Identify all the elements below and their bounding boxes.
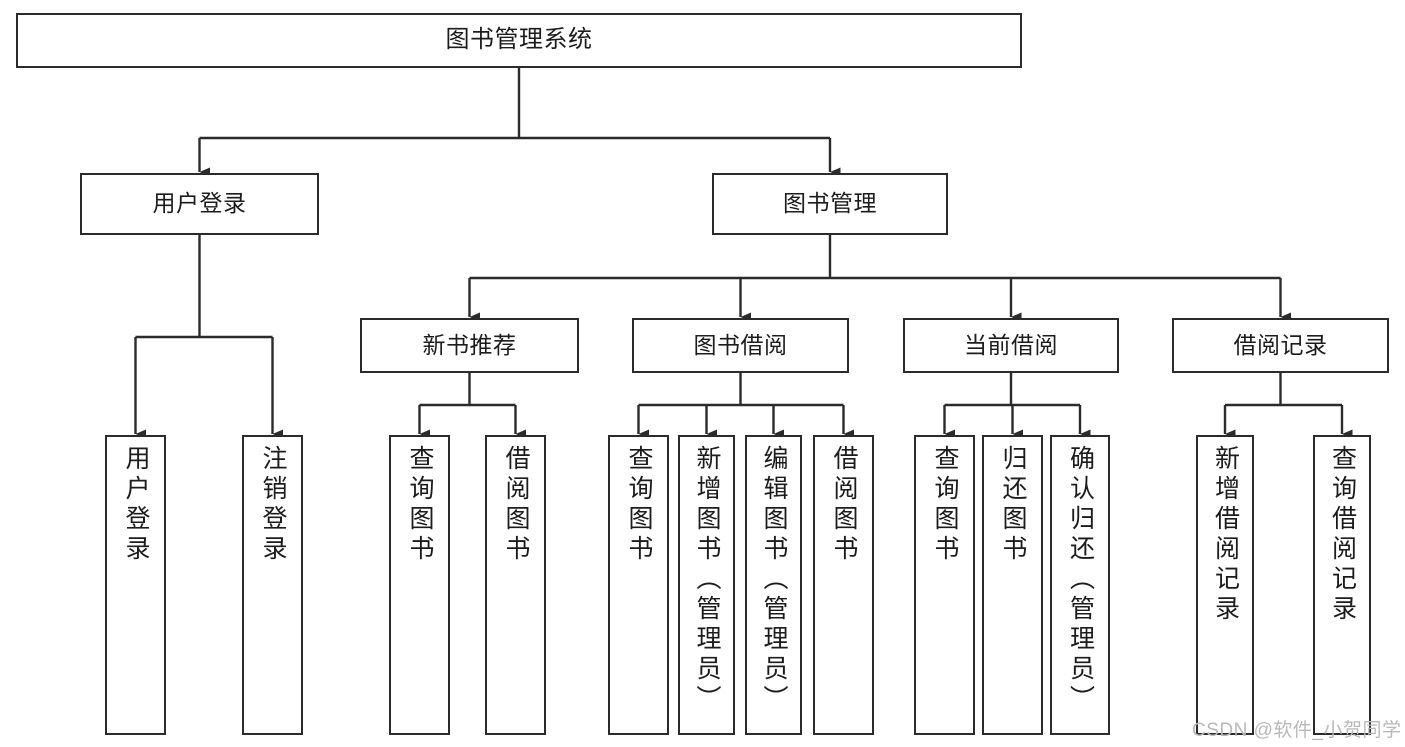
node-label-leaf-return-book: 归还图书 xyxy=(999,445,1027,565)
node-root: 图书管理系统 xyxy=(16,13,1022,68)
node-label-leaf-edit-book: 编辑图书（管理员） xyxy=(760,445,788,715)
node-label-leaf-query-book-2: 查询图书 xyxy=(625,445,653,565)
node-leaf-return-book: 归还图书 xyxy=(982,435,1043,735)
node-label-leaf-add-book: 新增图书（管理员） xyxy=(693,445,721,715)
node-borrow: 图书借阅 xyxy=(632,318,849,373)
node-label-current: 当前借阅 xyxy=(964,331,1058,358)
node-label-leaf-add-record: 新增借阅记录 xyxy=(1211,445,1240,625)
node-leaf-add-record: 新增借阅记录 xyxy=(1196,435,1254,735)
node-label-leaf-user-login: 用户登录 xyxy=(122,445,150,565)
node-label-leaf-confirm-return: 确认归还（管理员） xyxy=(1066,445,1095,715)
node-records: 借阅记录 xyxy=(1172,318,1389,373)
node-label-leaf-query-book-1: 查询图书 xyxy=(406,445,434,565)
node-login: 用户登录 xyxy=(80,173,319,235)
node-leaf-edit-book: 编辑图书（管理员） xyxy=(745,435,802,735)
node-leaf-user-login: 用户登录 xyxy=(105,435,166,735)
node-leaf-user-logout: 注销登录 xyxy=(242,435,303,735)
node-label-leaf-user-logout: 注销登录 xyxy=(259,445,287,565)
node-label-borrow: 图书借阅 xyxy=(693,331,788,358)
node-leaf-query-book-2: 查询图书 xyxy=(608,435,669,735)
node-current: 当前借阅 xyxy=(903,318,1119,373)
node-label-records: 借阅记录 xyxy=(1233,331,1328,358)
node-leaf-borrow-book-1: 借阅图书 xyxy=(485,435,546,735)
node-label-leaf-borrow-book-2: 借阅图书 xyxy=(830,445,858,565)
node-leaf-borrow-book-2: 借阅图书 xyxy=(813,435,874,735)
node-newbook: 新书推荐 xyxy=(360,318,579,373)
node-bookmgmt: 图书管理 xyxy=(712,173,948,235)
node-leaf-query-book-1: 查询图书 xyxy=(389,435,450,735)
node-leaf-add-book: 新增图书（管理员） xyxy=(678,435,735,735)
node-label-root: 图书管理系统 xyxy=(445,26,593,54)
node-label-newbook: 新书推荐 xyxy=(422,331,517,358)
node-label-login: 用户登录 xyxy=(152,190,247,217)
node-leaf-confirm-return: 确认归还（管理员） xyxy=(1050,435,1110,735)
node-label-leaf-query-book-3: 查询图书 xyxy=(931,445,959,565)
node-label-bookmgmt: 图书管理 xyxy=(783,190,877,217)
node-leaf-query-book-3: 查询图书 xyxy=(914,435,975,735)
node-label-leaf-borrow-book-1: 借阅图书 xyxy=(502,445,530,565)
node-label-leaf-query-record: 查询借阅记录 xyxy=(1328,445,1357,625)
node-leaf-query-record: 查询借阅记录 xyxy=(1313,435,1371,735)
